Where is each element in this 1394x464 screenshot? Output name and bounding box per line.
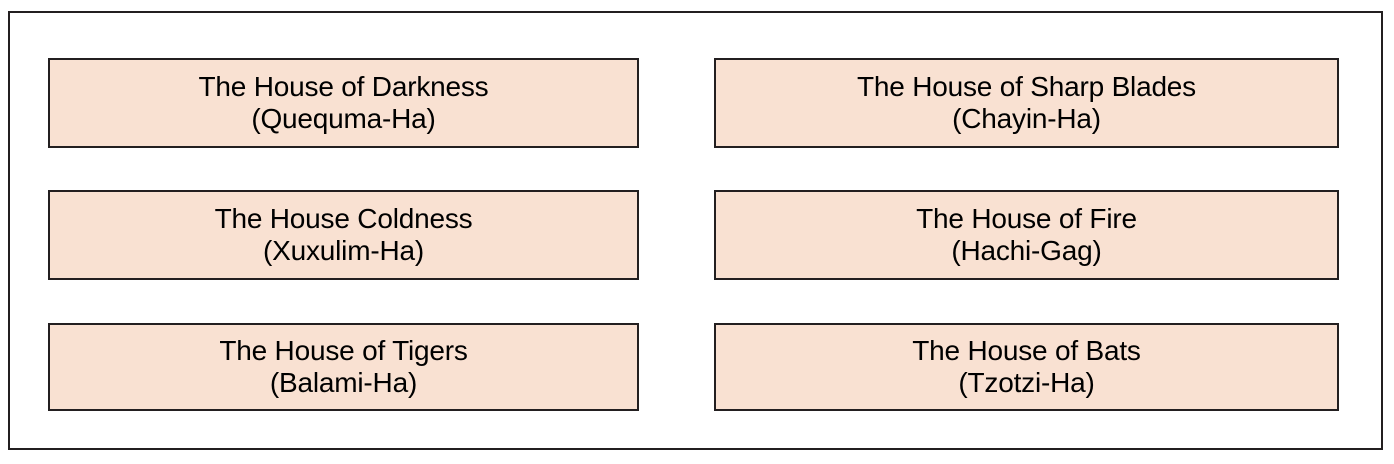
house-box-fire[interactable]: The House of Fire (Hachi-Gag) [714,190,1339,280]
houses-grid: The House of Darkness (Quequma-Ha) The H… [48,58,1347,419]
house-name-label: The House of Tigers [219,335,468,367]
house-box-tigers[interactable]: The House of Tigers (Balami-Ha) [48,323,639,411]
house-name-label: The House Coldness [214,203,473,235]
house-name-label: The House of Bats [912,335,1141,367]
house-name-label: The House of Fire [916,203,1137,235]
house-box-darkness[interactable]: The House of Darkness (Quequma-Ha) [48,58,639,148]
house-native-label: (Tzotzi-Ha) [958,367,1095,398]
house-box-sharp-blades[interactable]: The House of Sharp Blades (Chayin-Ha) [714,58,1339,148]
house-native-label: (Quequma-Ha) [251,103,436,134]
house-native-label: (Balami-Ha) [269,367,418,398]
house-box-coldness[interactable]: The House Coldness (Xuxulim-Ha) [48,190,639,280]
house-name-label: The House of Darkness [198,71,489,103]
house-native-label: (Chayin-Ha) [952,103,1101,134]
house-native-label: (Xuxulim-Ha) [263,235,424,266]
house-box-bats[interactable]: The House of Bats (Tzotzi-Ha) [714,323,1339,411]
house-native-label: (Hachi-Gag) [951,235,1102,266]
diagram-outer-frame: The House of Darkness (Quequma-Ha) The H… [8,11,1383,450]
house-name-label: The House of Sharp Blades [857,71,1196,103]
